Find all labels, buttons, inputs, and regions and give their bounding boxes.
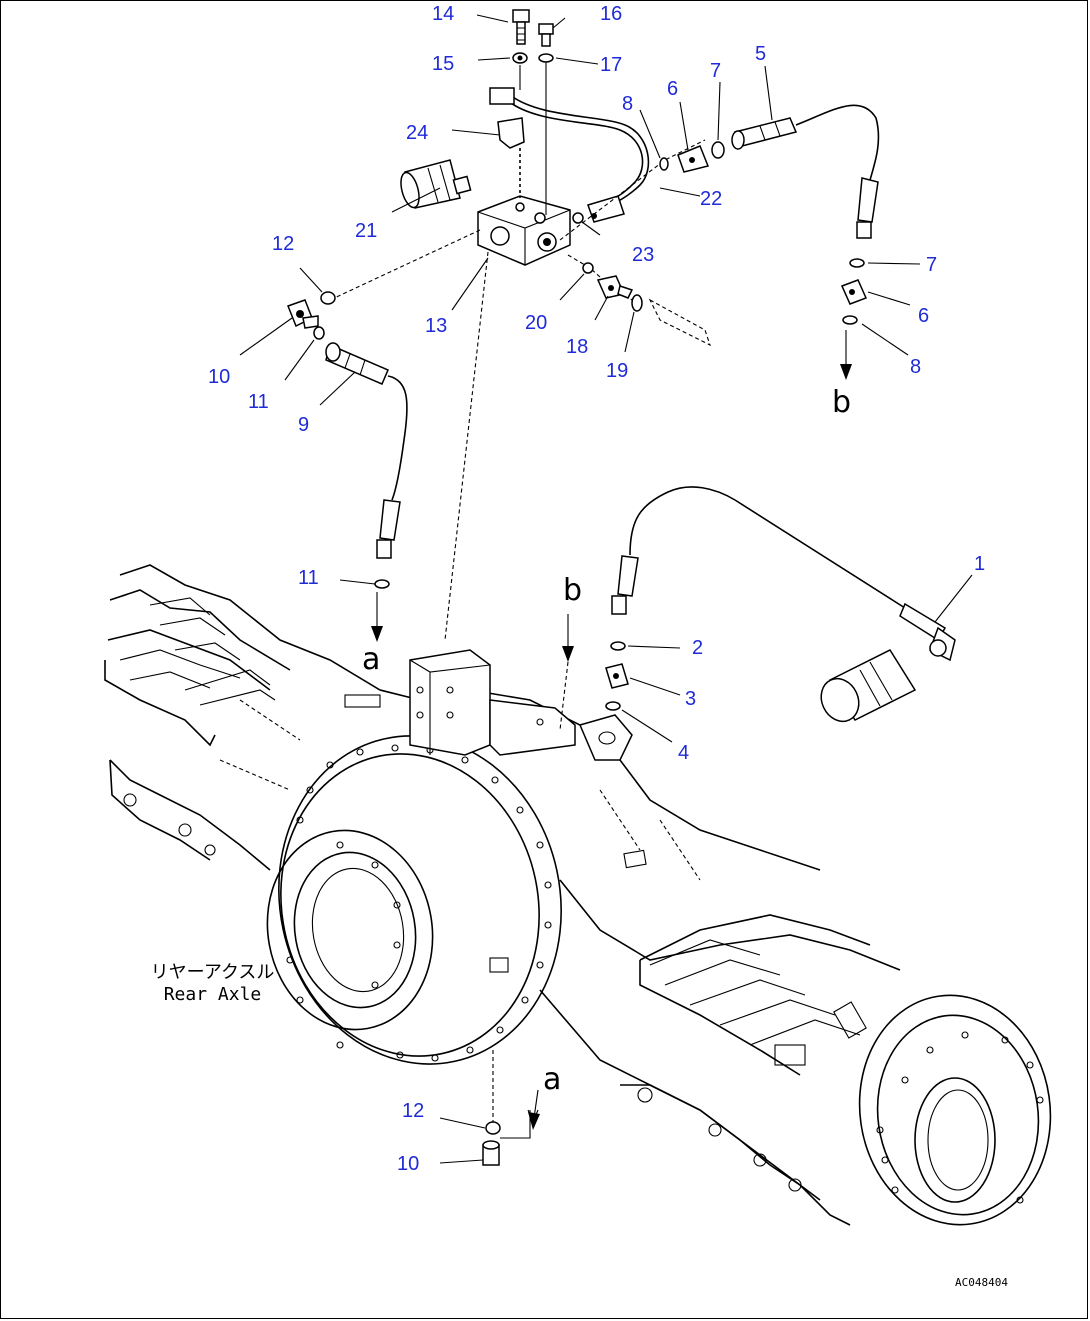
callout-21: 21 (355, 220, 378, 242)
callout-7b: 7 (926, 254, 938, 276)
rear-axle-housing (104, 564, 1052, 1226)
callout-8b: 8 (910, 356, 922, 378)
callout-1: 1 (974, 553, 986, 575)
fitting-18 (596, 275, 634, 299)
figure-code: AC048404 (955, 1276, 1008, 1289)
bolt-14 (512, 9, 530, 45)
mount-bracket (409, 649, 633, 761)
rear-axle-label-en: Rear Axle (163, 983, 262, 1005)
arrow-a-lower (528, 1089, 540, 1130)
callout-15: 15 (432, 53, 455, 75)
connector-b-upper: b (832, 385, 852, 420)
hose-9 (325, 342, 408, 559)
arrow-b-lower (559, 614, 574, 731)
callout-5: 5 (755, 43, 767, 65)
callout-23: 23 (632, 244, 655, 266)
callout-4: 4 (678, 742, 690, 764)
fitting-10-upper (287, 299, 319, 329)
callout-24: 24 (406, 122, 429, 144)
arrow-a-upper (371, 592, 383, 642)
callout-6b: 6 (918, 305, 930, 327)
bolt-16 (538, 23, 554, 47)
connector-a-lower: a (543, 1062, 562, 1097)
rear-axle-label: リヤーアクスル Rear Axle (145, 962, 280, 1005)
connector-plug (489, 87, 515, 105)
callout-20: 20 (525, 312, 548, 334)
callout-14: 14 (432, 3, 455, 25)
callout-11a: 11 (248, 391, 269, 413)
hose-5 (731, 104, 880, 239)
hose-1 (611, 486, 956, 662)
callout-13: 13 (425, 315, 448, 337)
callout-19: 19 (606, 360, 629, 382)
callout-2: 2 (692, 637, 704, 659)
callout-17: 17 (600, 54, 623, 76)
callout-11b: 11 (298, 567, 319, 589)
callout-12b: 12 (402, 1100, 425, 1122)
fitting-3 (605, 663, 629, 689)
fitting-6-upper (677, 145, 710, 173)
valve-block-13 (477, 195, 571, 266)
callout-22: 22 (700, 188, 723, 210)
pressure-sensor-21 (400, 159, 472, 209)
flange-bolt-holes (286, 744, 552, 1062)
clamp-24 (497, 117, 525, 149)
arrow-b-right (840, 330, 852, 380)
callout-12a: 12 (272, 233, 295, 255)
callout-6a: 6 (667, 78, 679, 100)
brake-cylinder (820, 649, 917, 723)
callout-10a: 10 (208, 366, 231, 388)
callout-7a: 7 (710, 60, 722, 82)
connector-b-lower: b (563, 573, 583, 608)
callout-9: 9 (298, 414, 310, 436)
connector-a-upper: a (362, 642, 381, 677)
callout-8a: 8 (622, 93, 634, 115)
leader-lines (239, 14, 973, 1164)
callout-16: 16 (600, 3, 623, 25)
callout-10b: 10 (397, 1153, 420, 1175)
fitting-6-right (840, 279, 868, 305)
fitting-10-lower (482, 1140, 500, 1166)
callout-18: 18 (566, 336, 589, 358)
rear-axle-label-jp: リヤーアクスル (150, 962, 275, 983)
callout-3: 3 (685, 688, 697, 710)
